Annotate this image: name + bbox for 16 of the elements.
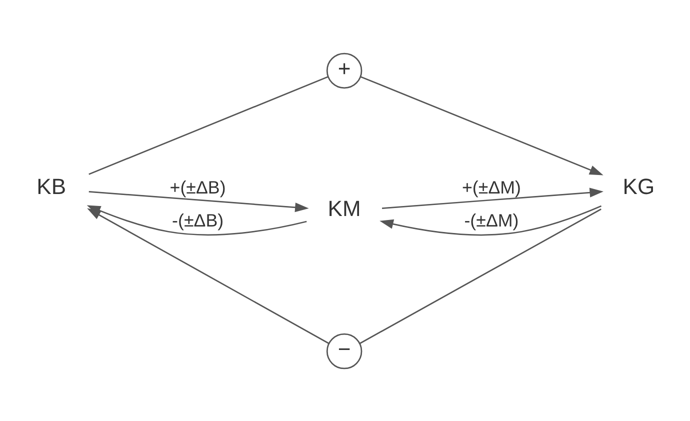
- connector: [88, 76, 328, 174]
- edge-label: +(±ΔB): [170, 177, 226, 198]
- node-text: KG: [622, 174, 655, 199]
- edge-label: -(±ΔM): [464, 210, 519, 230]
- node-circle: −: [326, 332, 362, 369]
- node-text: KB: [36, 174, 66, 199]
- node-circle: +: [326, 52, 362, 88]
- arrow: [380, 204, 602, 236]
- arrow: [360, 76, 604, 175]
- arrow: [88, 190, 309, 212]
- arrow: [87, 208, 330, 344]
- node-text: KM: [328, 196, 361, 221]
- edge-label: +(±ΔM): [462, 177, 521, 198]
- edge-label: -(±ΔB): [172, 210, 224, 230]
- arrow: [382, 187, 604, 208]
- connector: [359, 208, 602, 344]
